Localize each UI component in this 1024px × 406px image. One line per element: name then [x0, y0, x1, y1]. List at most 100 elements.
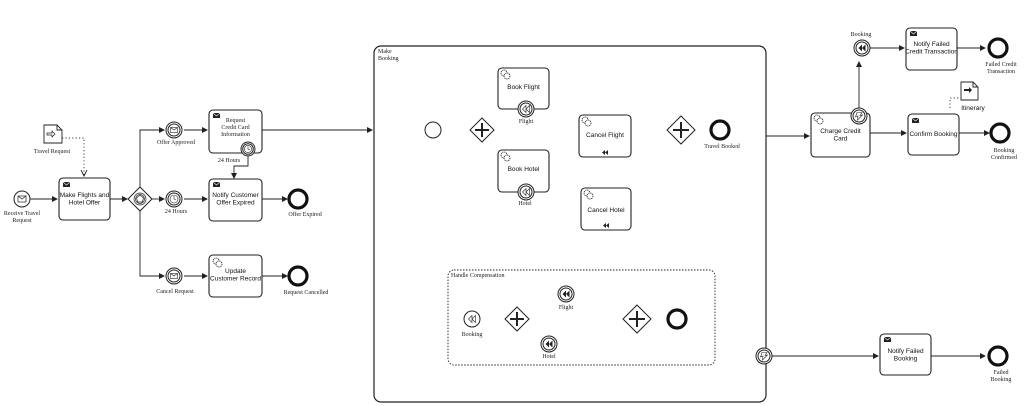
document-icon [46, 130, 56, 138]
booking-boundary-label: Booking [851, 32, 872, 38]
comp-hotel-label: Hotel [542, 354, 556, 360]
rewind-icon [468, 314, 476, 324]
handle-compensation-subprocess[interactable]: Handle Compensation [447, 269, 716, 366]
hotel-boundary-label: Hotel [518, 201, 532, 207]
associations [62, 97, 960, 210]
flight-compensation-boundary-event: Flight [517, 100, 535, 125]
parallel-gateway-icon [475, 123, 489, 137]
event-gateway-icon [136, 194, 144, 203]
offer-expired-label: Offer Expired [288, 211, 321, 218]
timer-24-hours-event: 24 Hours [165, 190, 188, 215]
event-based-gateway [127, 186, 153, 212]
offer-approved-event: Offer Approved [157, 121, 195, 146]
timer-24-hours-label: 24 Hours [165, 209, 188, 215]
parallel-gateway-icon [673, 122, 689, 138]
comp-booking-start-event: Booking [462, 310, 483, 338]
gear-icon [500, 151, 511, 162]
make-booking-start-event [424, 121, 442, 139]
timer-boundary-label: 24 Hours [218, 158, 241, 164]
rewind-icon [545, 340, 553, 348]
cancel-flight-label: Cancel Flight [586, 132, 624, 139]
offer-expired-end-event: Offer Expired [287, 188, 322, 218]
travel-booked-label: Travel Booked [704, 144, 740, 150]
rewind-icon [522, 187, 530, 197]
comp-booking-label: Booking [462, 332, 483, 338]
envelope-icon [884, 337, 891, 342]
parallel-split-gateway [469, 117, 495, 143]
gear-icon [500, 69, 511, 80]
charge-error-boundary-event [850, 107, 868, 125]
cancel-request-event: Cancel Request [156, 267, 194, 295]
confirm-booking-task[interactable]: Confirm Booking [907, 113, 960, 156]
offer-approved-label: Offer Approved [157, 139, 195, 146]
handle-compensation-title: Handle Compensation [451, 273, 505, 279]
confirm-booking-label: Confirm Booking [909, 131, 957, 138]
timer-boundary-event: 24 Hours [218, 141, 256, 164]
travel-booked-end-event: Travel Booked [704, 119, 740, 150]
envelope-icon [213, 182, 220, 187]
cancel-hotel-task[interactable]: Cancel Hotel [580, 187, 632, 231]
rewind-icon [522, 104, 530, 114]
document-icon [964, 87, 972, 93]
comp-end-event [666, 308, 688, 330]
envelope-icon [910, 31, 917, 36]
comp-join-gateway [622, 304, 652, 334]
travel-request-label: Travel Request [34, 149, 71, 155]
cancel-flight-task[interactable]: Cancel Flight [578, 114, 632, 158]
itinerary-data-object: Itinerary [960, 81, 985, 112]
rewind-icon [858, 44, 866, 52]
cancel-hotel-label: Cancel Hotel [587, 207, 625, 214]
book-hotel-task[interactable]: Book Hotel [497, 149, 550, 193]
cancel-boundary-event [755, 347, 773, 365]
request-cancelled-label: Request Cancelled [284, 290, 329, 296]
envelope-icon [213, 113, 220, 118]
gear-icon [583, 189, 594, 200]
comp-hotel-throw-event: Hotel [540, 335, 558, 360]
parallel-gateway-icon [629, 311, 645, 327]
gear-icon [813, 114, 824, 125]
parallel-join-gateway [666, 115, 696, 145]
comp-flight-throw-event: Flight [557, 285, 575, 311]
flight-boundary-label: Flight [519, 119, 534, 125]
comp-split-gateway [504, 306, 530, 332]
travel-request-data-object: Travel Request [34, 124, 71, 155]
itinerary-label: Itinerary [961, 105, 985, 112]
gear-icon [212, 257, 223, 268]
book-flight-task[interactable]: Book Flight [497, 67, 550, 110]
rewind-icon [562, 290, 570, 298]
envelope-icon [63, 182, 70, 187]
comp-flight-label: Flight [559, 305, 574, 311]
gear-icon [581, 116, 592, 127]
envelope-icon [912, 118, 919, 123]
rewind-icon [603, 223, 609, 228]
hotel-compensation-boundary-event: Hotel [517, 183, 535, 207]
cancel-icon [855, 112, 864, 121]
book-flight-label: Book Flight [507, 84, 540, 91]
booking-compensation-throw-event: Booking [851, 32, 872, 57]
rewind-icon [602, 150, 608, 155]
request-cancelled-end-event: Request Cancelled [284, 265, 329, 296]
